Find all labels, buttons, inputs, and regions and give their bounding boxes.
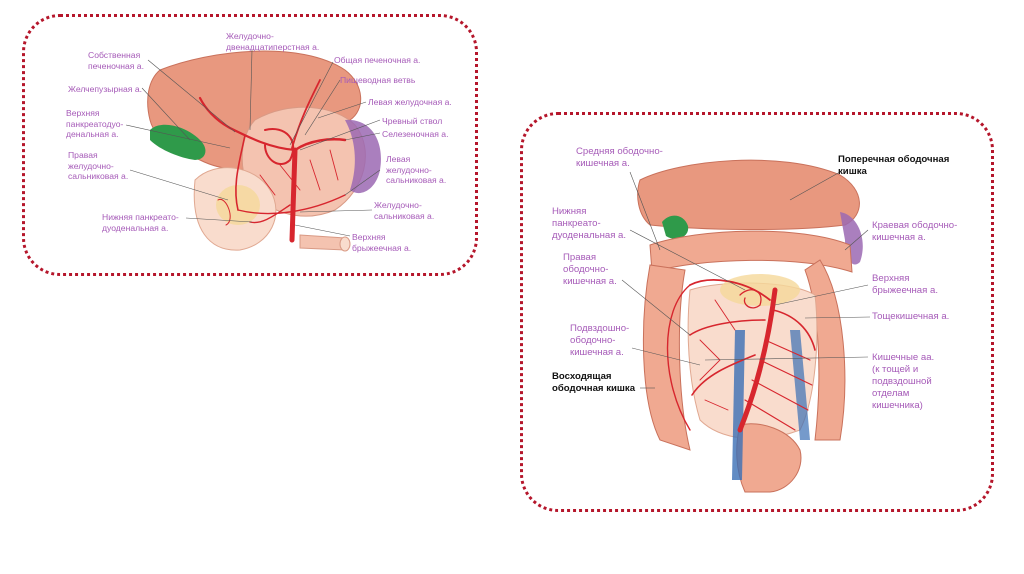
- label-superior-mesenteric: Верхняя брыжеечная а.: [352, 232, 411, 253]
- label-cystic: Желчепузырная а.: [68, 84, 142, 95]
- label-common-hepatic: Общая печеночная а.: [334, 55, 420, 66]
- label-inf-pancreaticoduodenal-right: Нижняя панкреато- дуоденальная а.: [552, 206, 626, 242]
- intestine-tube: [300, 235, 345, 250]
- label-esophageal-branch: Пищеводная ветвь: [340, 75, 415, 86]
- label-proper-hepatic: Собственная печеночная а.: [88, 50, 144, 71]
- label-marginal: Краевая ободочно- кишечная а.: [872, 220, 957, 244]
- label-intestinal: Кишечные аа. (к тощей и подвздошной отде…: [872, 352, 934, 412]
- label-gastroepiploic: Желудочно- сальниковая а.: [374, 200, 434, 221]
- label-ileocolic: Подвздошно- ободочно- кишечная а.: [570, 323, 629, 359]
- label-right-colic: Правая ободочно- кишечная а.: [563, 252, 617, 288]
- label-superior-mesenteric-right: Верхняя брыжеечная а.: [872, 273, 938, 297]
- label-celiac-trunk: Чревный ствол: [382, 116, 442, 127]
- label-jejunal: Тощекишечная а.: [872, 311, 949, 323]
- label-sup-pancreaticoduodenal: Верхняя панкреатодуо- денальная а.: [66, 108, 123, 140]
- label-ascending-colon: Восходящая ободочная кишка: [552, 371, 635, 395]
- label-middle-colic: Средняя ободочно- кишечная а.: [576, 146, 663, 170]
- label-inf-pancreaticoduodenal: Нижняя панкреато- дуоденальная а.: [102, 212, 179, 233]
- aorta-trunk: [292, 150, 295, 240]
- label-transverse-colon: Поперечная ободочная кишка: [838, 154, 949, 178]
- label-left-gastroepiploic: Левая желудочно- сальниковая а.: [386, 154, 446, 186]
- intestine-end: [340, 237, 350, 251]
- pancreas-head: [216, 185, 260, 225]
- label-right-gastroepiploic: Правая желудочно- сальниковая а.: [68, 150, 128, 182]
- right-illustration: [622, 160, 870, 492]
- pancreas-right: [720, 274, 800, 306]
- label-splenic: Селезеночная а.: [382, 129, 448, 140]
- label-left-gastric: Левая желудочная а.: [368, 97, 452, 108]
- label-gastroduodenal: Желудочно- двенадцатиперстная а.: [226, 31, 319, 52]
- sigmoid-shape: [737, 424, 801, 492]
